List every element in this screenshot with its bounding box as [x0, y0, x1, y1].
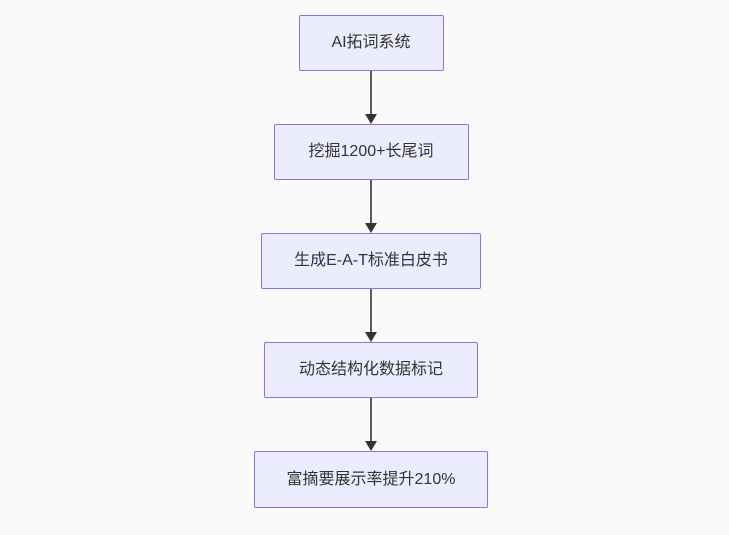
flow-node-label: 挖掘1200+长尾词	[308, 143, 434, 160]
flow-node-ai-word-system: AI拓词系统	[298, 15, 444, 71]
flow-node-eat-whitepaper: 生成E-A-T标准白皮书	[261, 233, 481, 289]
arrow-head	[365, 114, 377, 124]
arrow-down-icon	[365, 398, 377, 451]
flow-node-longtail-mining: 挖掘1200+长尾词	[273, 124, 469, 180]
arrow-head	[365, 223, 377, 233]
arrow-line	[370, 71, 372, 114]
flow-node-label: AI拓词系统	[331, 34, 411, 51]
arrow-head	[365, 441, 377, 451]
flow-node-rich-snippet-result: 富摘要展示率提升210%	[254, 451, 488, 508]
flow-node-label: 动态结构化数据标记	[298, 361, 443, 378]
arrow-line	[370, 398, 372, 441]
arrow-line	[370, 180, 372, 223]
arrow-down-icon	[365, 71, 377, 124]
arrow-line	[370, 289, 372, 332]
flow-node-label: 生成E-A-T标准白皮书	[294, 252, 448, 269]
arrow-down-icon	[365, 180, 377, 233]
flow-node-structured-data: 动态结构化数据标记	[264, 342, 478, 398]
arrow-head	[365, 332, 377, 342]
flowchart: AI拓词系统 挖掘1200+长尾词 生成E-A-T标准白皮书 动态结构化数据标记	[254, 15, 488, 508]
flow-node-label: 富摘要展示率提升210%	[286, 470, 456, 488]
arrow-down-icon	[365, 289, 377, 342]
